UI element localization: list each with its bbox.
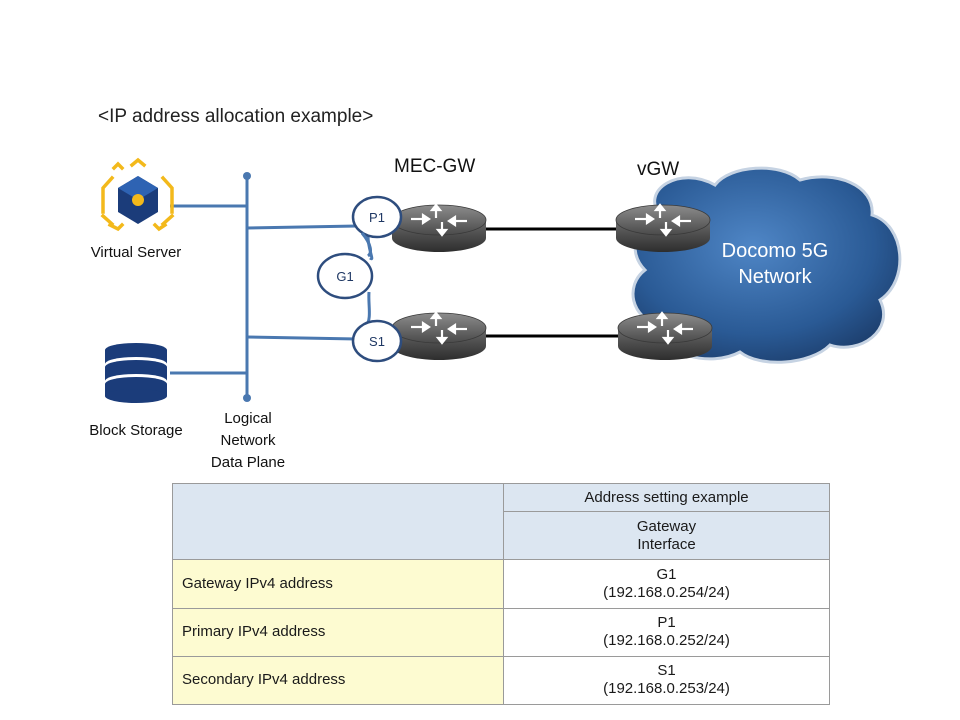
logical-network-label: Logical Network Data Plane — [210, 410, 286, 471]
row-label: Gateway IPv4 address — [172, 559, 504, 609]
mec-gw-label: MEC-GW — [394, 156, 476, 177]
router-icon — [614, 203, 712, 254]
cloud-label: Docomo 5G Network — [721, 240, 829, 288]
svg-text:P1: P1 — [369, 210, 385, 225]
address-table: Address setting example Gateway Interfac… — [172, 482, 830, 706]
table-header-top: Address setting example — [503, 482, 830, 513]
row-value: S1 (192.168.0.253/24) — [503, 655, 830, 706]
node-g1: G1 — [316, 252, 374, 300]
row-label: Primary IPv4 address — [172, 607, 504, 657]
table-corner-cell — [172, 482, 504, 561]
router-icon — [616, 311, 714, 362]
row-label: Secondary IPv4 address — [172, 655, 504, 706]
block-storage-label: Block Storage — [89, 422, 183, 439]
svg-text:G1: G1 — [336, 269, 353, 284]
bus-end-bottom — [243, 394, 251, 402]
network-diagram: P1 G1 S1 — [100, 157, 902, 403]
row-value: P1 (192.168.0.252/24) — [503, 607, 830, 657]
database-icon — [105, 343, 167, 403]
table-row: Secondary IPv4 address S1 (192.168.0.253… — [172, 655, 830, 706]
bus-end-top — [243, 172, 251, 180]
table-subheader-row: Gateway Interface — [173, 511, 830, 561]
table-row: Gateway IPv4 address G1 (192.168.0.254/2… — [172, 559, 830, 609]
router-icon — [390, 203, 488, 254]
vgw-label: vGW — [637, 159, 680, 180]
svg-text:S1: S1 — [369, 334, 385, 349]
router-icon — [390, 311, 488, 362]
table-row: Primary IPv4 address P1 (192.168.0.252/2… — [172, 607, 830, 657]
diagram-title: <IP address allocation example> — [98, 106, 374, 127]
row-value: G1 (192.168.0.254/24) — [503, 559, 830, 609]
table-header-row: Address setting example — [172, 482, 830, 561]
virtual-server-icon — [100, 157, 175, 232]
virtual-server-label: Virtual Server — [90, 244, 182, 261]
node-s1: S1 — [351, 319, 403, 363]
table-header-sub: Gateway Interface — [503, 511, 830, 561]
node-p1: P1 — [351, 195, 403, 239]
